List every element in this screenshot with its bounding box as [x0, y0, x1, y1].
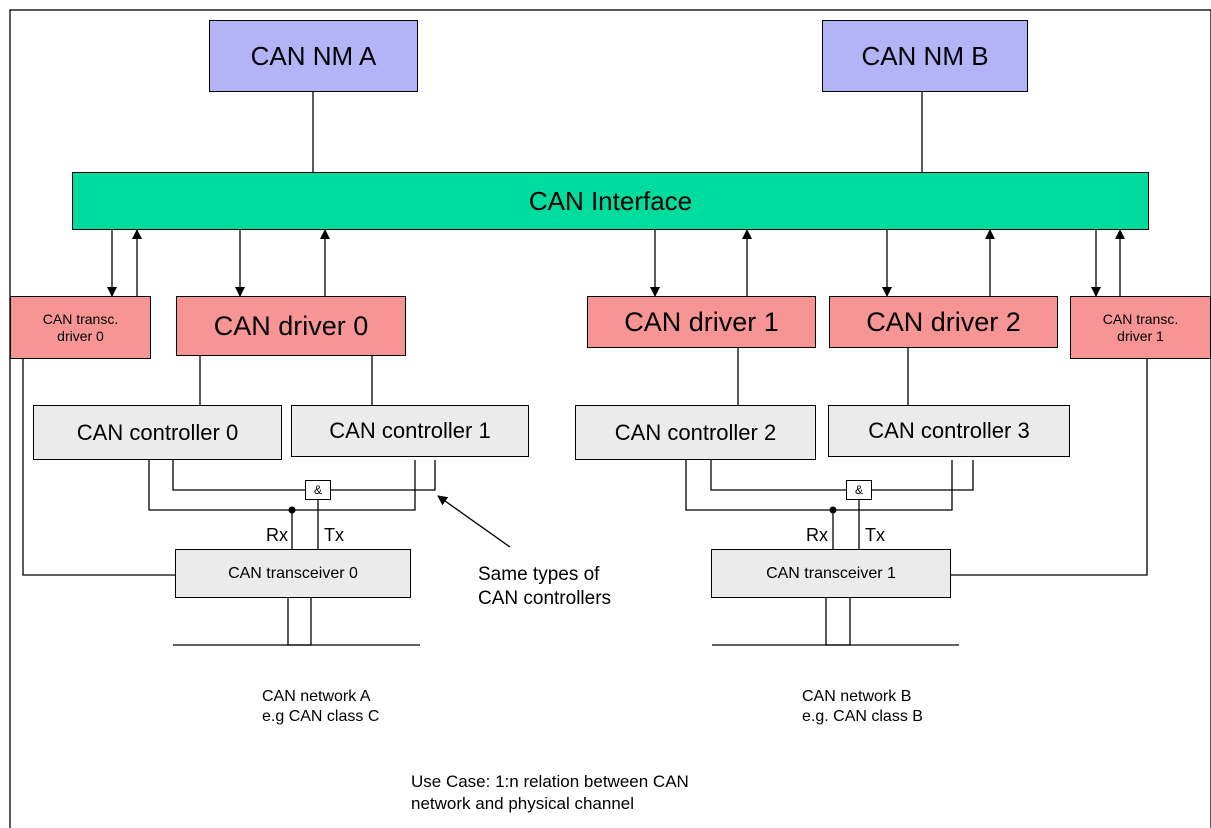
can-driver-2-label: CAN driver 2: [866, 306, 1021, 337]
can-transceiver-0-box: CAN transceiver 0: [175, 549, 411, 598]
wire-ctl2-rx-b: [685, 460, 953, 511]
can-controller-0-box: CAN controller 0: [33, 405, 282, 460]
and-gate-a-label: &: [313, 483, 322, 497]
can-controller-1-box: CAN controller 1: [291, 405, 529, 457]
can-driver-1-label: CAN driver 1: [624, 306, 779, 337]
can-controller-3-box: CAN controller 3: [828, 405, 1070, 457]
can-controller-1-label: CAN controller 1: [329, 418, 491, 443]
wire-ctl2-tx-b: [710, 460, 846, 491]
bus-stub-b: [825, 598, 851, 646]
can-transc-driver-1-box: CAN transc. driver 1: [1070, 296, 1211, 359]
can-interface-label: CAN Interface: [528, 185, 693, 216]
can-transceiver-0-label: CAN transceiver 0: [228, 564, 358, 582]
rx-junction-b: [829, 506, 837, 514]
diagram-frame: [9, 9, 1211, 828]
note-pointer: [437, 495, 511, 548]
and-gate-a: &: [305, 480, 331, 500]
link-tdrv0-trx0: [22, 359, 175, 576]
can-driver-1-box: CAN driver 1: [587, 296, 816, 348]
and-gate-b: &: [846, 480, 872, 500]
can-driver-0-box: CAN driver 0: [176, 296, 406, 356]
rx-junction-a: [288, 506, 296, 514]
use-case-caption: Use Case: 1:n relation between CAN netwo…: [411, 772, 689, 813]
wire-ctl0-tx-a: [172, 460, 305, 491]
link-tdrv1-trx1: [951, 359, 1148, 576]
can-controller-2-box: CAN controller 2: [575, 405, 816, 460]
can-transc-driver-1-label: CAN transc. driver 1: [1102, 310, 1179, 344]
and-gate-b-label: &: [854, 483, 863, 497]
rx-label-b: Rx: [806, 525, 828, 545]
tx-label-b: Tx: [865, 525, 885, 545]
can-nm-a-box: CAN NM A: [209, 20, 418, 92]
can-transceiver-1-box: CAN transceiver 1: [711, 549, 951, 598]
can-controller-3-label: CAN controller 3: [868, 418, 1030, 443]
can-transceiver-1-label: CAN transceiver 1: [766, 564, 896, 582]
wire-ctl0-rx-a: [148, 460, 416, 511]
wire-ctl3-tx-b: [872, 460, 974, 491]
can-transc-driver-0-label: CAN transc. driver 0: [42, 310, 119, 344]
can-driver-2-box: CAN driver 2: [829, 296, 1058, 348]
can-nm-b-label: CAN NM B: [861, 40, 989, 71]
tx-label-a: Tx: [324, 525, 344, 545]
network-b-label: CAN network B e.g. CAN class B: [802, 688, 923, 725]
can-driver-0-label: CAN driver 0: [213, 310, 369, 341]
can-controller-0-label: CAN controller 0: [76, 419, 239, 445]
same-types-note: Same types of CAN controllers: [478, 564, 612, 609]
can-transc-driver-0-box: CAN transc. driver 0: [10, 296, 151, 359]
can-nm-b-box: CAN NM B: [822, 20, 1028, 92]
can-interface-box: CAN Interface: [72, 172, 1149, 230]
bus-stub-a: [287, 598, 312, 646]
rx-label-a: Rx: [266, 525, 288, 545]
network-a-label: CAN network A e.g CAN class C: [262, 688, 380, 725]
can-nm-a-label: CAN NM A: [250, 40, 377, 71]
wire-ctl1-tx-a: [331, 460, 436, 491]
can-controller-2-label: CAN controller 2: [614, 419, 777, 445]
